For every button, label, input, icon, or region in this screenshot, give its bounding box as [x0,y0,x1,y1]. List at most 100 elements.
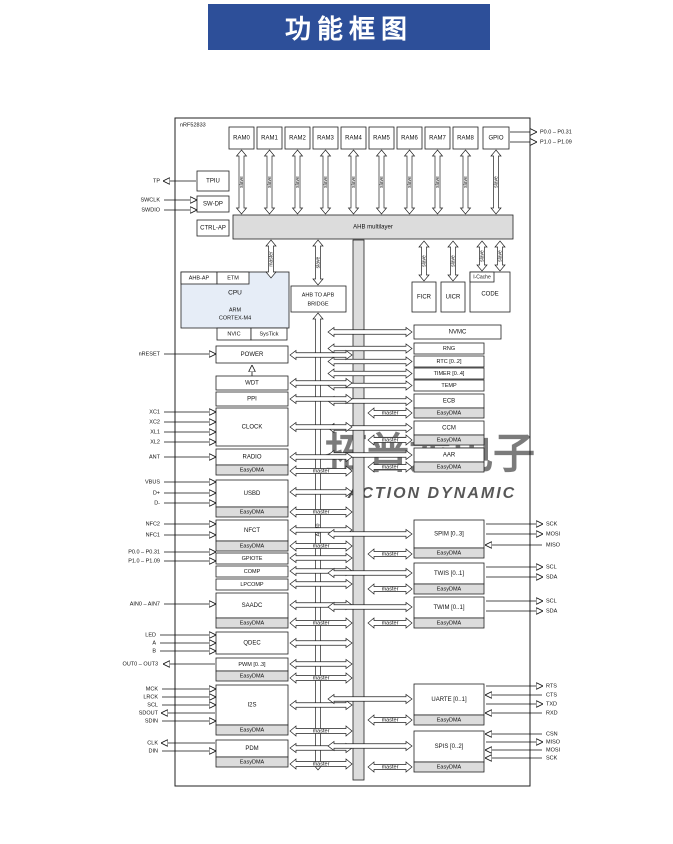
pdm-easydma-label: EasyDMA [240,759,265,765]
icache-label: I-Cache [473,274,491,280]
uarte-pin-rxd: RXD [546,710,558,716]
usbd-pin-0: VBUS [145,479,160,485]
gpio-block [482,126,510,150]
ahb-multilayer-label: AHB multilayer [353,225,393,231]
twim-easydma [413,617,485,629]
code-label: CODE [481,292,498,298]
clock-pin-0: XC1 [149,409,160,415]
usbd-master-label: master [313,509,330,515]
ecb-easydma [413,407,485,419]
tp-pin: TP [153,178,160,184]
uarte-master-label: master [382,717,399,723]
spim-block-label: SPIM [0..3] [434,532,464,538]
radio-master-label: master [313,468,330,474]
uarte-easydma [413,714,485,726]
lpcomp-block [215,578,289,591]
twim-pin-1: SDA [546,608,558,614]
ram-slave-bus-0 [235,149,248,215]
twim-block-label: TWIM [0..1] [433,605,464,611]
spim-easydma [413,547,485,559]
ppi-block-label: PPI [247,397,257,403]
wdt-block [215,375,289,391]
qdec-pin-1: A [152,640,156,646]
ram-slave-bus-8 [459,149,472,215]
i2s-in-pin-1: LRCK [143,694,158,700]
power-block-label: POWER [241,352,264,358]
usbd-master [289,506,353,518]
bridge-slave-bus [312,239,324,286]
swdp-pin-1: SWDIO [141,207,160,213]
ram-block-1 [256,126,283,150]
nfct-master-label: master [313,543,330,549]
qdec-pin-0: LED [145,632,156,638]
aar-easydma-label: EasyDMA [437,464,462,470]
i2s-easydma-label: EasyDMA [240,727,265,733]
usbd-pin-1: D+ [153,490,160,496]
swdp-block-label: SW-DP [203,202,223,208]
gpiote-block [215,552,289,565]
bridge-label-1: AHB TO APB [302,292,335,298]
ram-block-3 [312,126,339,150]
nfct-easydma [215,540,289,552]
saadc-block-label: SAADC [242,603,263,609]
uarte-bus [327,693,413,705]
ram-slave-bus-0-label: slave [239,176,245,188]
pwm-master-label: master [313,675,330,681]
ram-block-4 [340,126,367,150]
ram-slave-bus-1-label: slave [267,176,273,188]
ram-block-8 [452,126,479,150]
gpio-slave-bus-label: slave [493,176,499,188]
twis-pin-0: SCL [546,564,557,570]
ant-pin: ANT [149,454,161,460]
qdec-block [215,631,289,655]
power-bus [289,349,353,361]
gpiote-block-label: GPIOTE [242,556,263,562]
right-bus-0 [327,343,413,354]
right-bus-1 [327,356,413,367]
twis-block-label: TWIS [0..1] [434,571,464,577]
twim-master [367,617,413,629]
pdm-master [289,758,353,770]
comp-block-label: COMP [244,569,261,575]
saadc-master-label: master [313,620,330,626]
code-slave-bus-1 [476,240,488,272]
nvmc-block [413,324,502,340]
aar-master-label: master [382,464,399,470]
radio-master [289,465,353,477]
twim-master-label: master [382,620,399,626]
spim-easydma-label: EasyDMA [437,550,462,556]
spis-master [367,761,413,773]
ram-label-1: RAM1 [261,136,278,142]
nfct-master [289,540,353,552]
pwm-master [289,672,353,684]
clock-block-label: CLOCK [242,425,263,431]
ficr-slave-bus-label: slave [421,255,427,267]
pwm-bus [289,658,353,670]
ram-slave-bus-4 [347,149,360,215]
radio-block-label: RADIO [242,455,261,461]
chip-name: nRF52833 [180,122,206,128]
ram-block-6 [396,126,423,150]
pdm-pin-din: DIN [149,748,159,754]
i2s-easydma [215,724,289,736]
i2s-bus [289,699,353,711]
page-title: 功能框图 [208,4,490,50]
nvmc-bus [327,326,413,338]
uicr-slave-bus [447,240,459,282]
i2s-in-pin-0: MCK [146,686,159,692]
ram-slave-bus-6 [403,149,416,215]
clock-pin-1: XC2 [149,419,160,425]
spis-easydma-label: EasyDMA [437,764,462,770]
tpiu-block [196,170,230,192]
pwm-block-label: PWM [0..3] [238,662,266,668]
right-peripheral-3-label: TEMP [441,383,457,389]
clock-bus [289,421,353,433]
ram-label-7: RAM7 [429,136,446,142]
ram-label-3: RAM3 [317,136,334,142]
ecb-easydma-label: EasyDMA [437,410,462,416]
bridge-label-2: BRIDGE [307,301,328,307]
ecb-block-label: ECB [443,399,455,405]
nfct-easydma-label: EasyDMA [240,543,265,549]
